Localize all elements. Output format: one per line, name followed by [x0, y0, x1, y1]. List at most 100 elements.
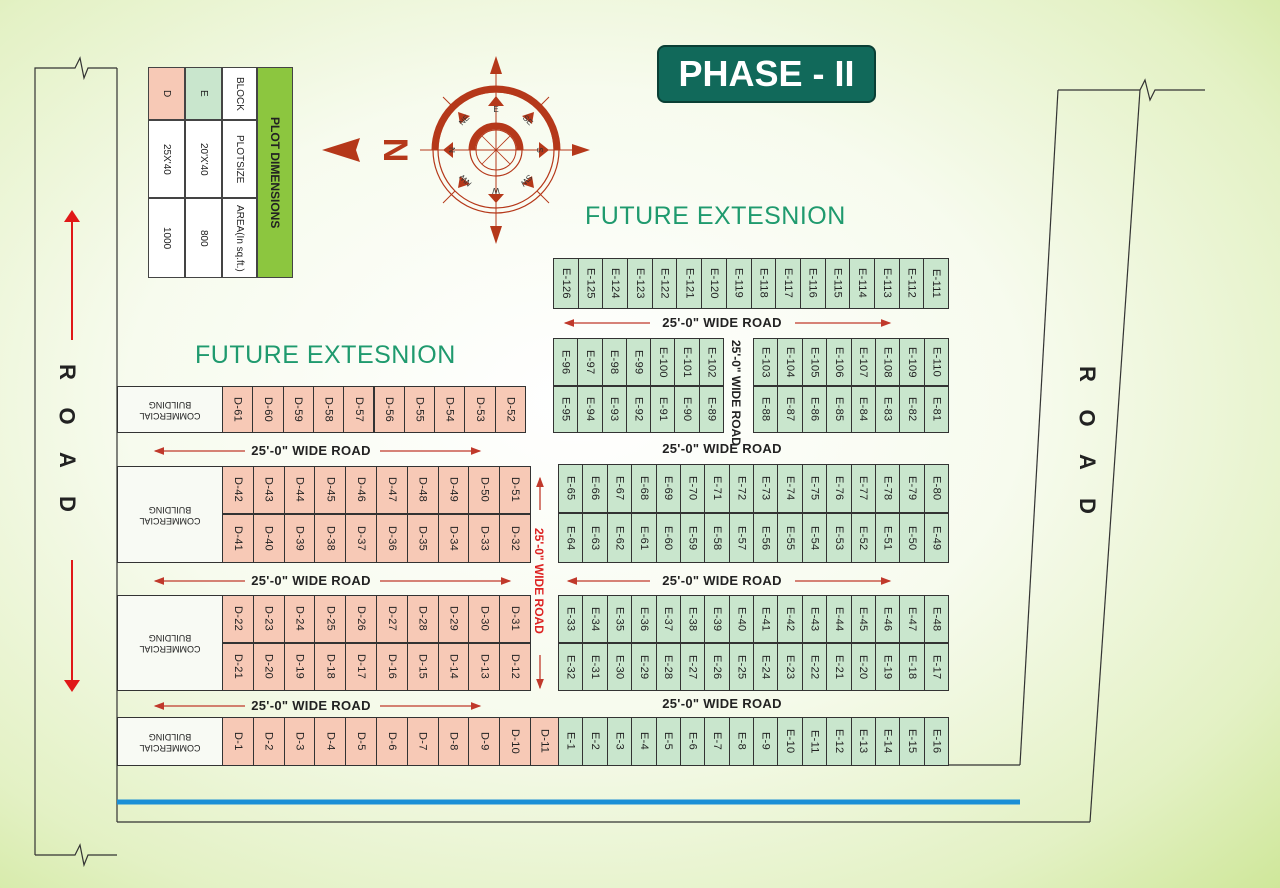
plot-e104[interactable]: E-104	[777, 338, 803, 386]
plot-d23[interactable]: D-23	[252, 595, 285, 643]
plot-d46[interactable]: D-46	[345, 466, 377, 514]
plot-e20[interactable]: E-20	[850, 643, 876, 691]
plot-d13[interactable]: D-13	[468, 643, 501, 691]
plot-d58[interactable]: D-58	[312, 386, 345, 433]
plot-e78[interactable]: E-78	[874, 464, 901, 513]
plot-d18[interactable]: D-18	[314, 643, 347, 691]
plot-e83[interactable]: E-83	[874, 386, 901, 433]
plot-e52[interactable]: E-52	[850, 513, 876, 563]
plot-e98[interactable]: E-98	[601, 338, 627, 386]
plot-e24[interactable]: E-24	[753, 643, 779, 691]
commercial-building[interactable]: COMMERCIAL BUILDING	[117, 466, 223, 563]
plot-e19[interactable]: E-19	[874, 643, 901, 691]
plot-e1[interactable]: E-1	[558, 717, 584, 766]
plot-d39[interactable]: D-39	[283, 514, 316, 563]
plot-e88[interactable]: E-88	[753, 386, 779, 433]
plot-d24[interactable]: D-24	[283, 595, 316, 643]
plot-e47[interactable]: E-47	[899, 595, 925, 643]
plot-d4[interactable]: D-4	[314, 717, 347, 766]
plot-e17[interactable]: E-17	[923, 643, 949, 691]
plot-e37[interactable]: E-37	[655, 595, 681, 643]
plot-e29[interactable]: E-29	[631, 643, 657, 691]
plot-e34[interactable]: E-34	[582, 595, 608, 643]
plot-d40[interactable]: D-40	[252, 514, 285, 563]
plot-e107[interactable]: E-107	[850, 338, 876, 386]
plot-d41[interactable]: D-41	[222, 514, 254, 563]
plot-e125[interactable]: E-125	[577, 258, 604, 309]
plot-e95[interactable]: E-95	[553, 386, 579, 433]
plot-d12[interactable]: D-12	[499, 643, 531, 691]
plot-e13[interactable]: E-13	[850, 717, 876, 766]
plot-e59[interactable]: E-59	[679, 513, 706, 563]
plot-d49[interactable]: D-49	[437, 466, 470, 514]
plot-d32[interactable]: D-32	[499, 514, 531, 563]
plot-e49[interactable]: E-49	[923, 513, 949, 563]
plot-e12[interactable]: E-12	[826, 717, 852, 766]
plot-d33[interactable]: D-33	[468, 514, 501, 563]
plot-e89[interactable]: E-89	[698, 386, 724, 433]
plot-e18[interactable]: E-18	[899, 643, 925, 691]
plot-e91[interactable]: E-91	[650, 386, 676, 433]
plot-e5[interactable]: E-5	[655, 717, 681, 766]
plot-e85[interactable]: E-85	[826, 386, 852, 433]
plot-d34[interactable]: D-34	[437, 514, 470, 563]
plot-d14[interactable]: D-14	[437, 643, 470, 691]
plot-d16[interactable]: D-16	[376, 643, 408, 691]
plot-e112[interactable]: E-112	[898, 258, 925, 309]
plot-d30[interactable]: D-30	[468, 595, 501, 643]
plot-d21[interactable]: D-21	[222, 643, 254, 691]
plot-e55[interactable]: E-55	[777, 513, 803, 563]
plot-d38[interactable]: D-38	[314, 514, 347, 563]
plot-e119[interactable]: E-119	[725, 258, 752, 309]
plot-e9[interactable]: E-9	[753, 717, 779, 766]
plot-e66[interactable]: E-66	[582, 464, 608, 513]
plot-e76[interactable]: E-76	[826, 464, 852, 513]
plot-d55[interactable]: D-55	[403, 386, 436, 433]
plot-d15[interactable]: D-15	[406, 643, 439, 691]
plot-d60[interactable]: D-60	[252, 386, 284, 433]
plot-d57[interactable]: D-57	[343, 386, 375, 433]
plot-d20[interactable]: D-20	[252, 643, 285, 691]
plot-d17[interactable]: D-17	[345, 643, 377, 691]
plot-e79[interactable]: E-79	[899, 464, 925, 513]
plot-d31[interactable]: D-31	[499, 595, 531, 643]
plot-e93[interactable]: E-93	[601, 386, 627, 433]
plot-e101[interactable]: E-101	[674, 338, 700, 386]
plot-e11[interactable]: E-11	[801, 717, 828, 766]
plot-e51[interactable]: E-51	[874, 513, 901, 563]
plot-d27[interactable]: D-27	[376, 595, 408, 643]
plot-d48[interactable]: D-48	[406, 466, 439, 514]
plot-e92[interactable]: E-92	[625, 386, 652, 433]
plot-e121[interactable]: E-121	[676, 258, 703, 309]
plot-d54[interactable]: D-54	[434, 386, 466, 433]
plot-e63[interactable]: E-63	[582, 513, 608, 563]
plot-e81[interactable]: E-81	[923, 386, 949, 433]
plot-e62[interactable]: E-62	[606, 513, 633, 563]
plot-e43[interactable]: E-43	[801, 595, 828, 643]
plot-e27[interactable]: E-27	[679, 643, 706, 691]
plot-e77[interactable]: E-77	[850, 464, 876, 513]
plot-e80[interactable]: E-80	[923, 464, 949, 513]
plot-e111[interactable]: E-111	[923, 258, 949, 309]
plot-d19[interactable]: D-19	[283, 643, 316, 691]
plot-e40[interactable]: E-40	[728, 595, 754, 643]
plot-e45[interactable]: E-45	[850, 595, 876, 643]
plot-e114[interactable]: E-114	[849, 258, 875, 309]
plot-e122[interactable]: E-122	[651, 258, 678, 309]
plot-d5[interactable]: D-5	[345, 717, 377, 766]
plot-e117[interactable]: E-117	[775, 258, 801, 309]
plot-e58[interactable]: E-58	[704, 513, 730, 563]
plot-d6[interactable]: D-6	[376, 717, 408, 766]
plot-d22[interactable]: D-22	[222, 595, 254, 643]
plot-e96[interactable]: E-96	[553, 338, 579, 386]
plot-e105[interactable]: E-105	[801, 338, 828, 386]
plot-e28[interactable]: E-28	[655, 643, 681, 691]
plot-e39[interactable]: E-39	[704, 595, 730, 643]
plot-d37[interactable]: D-37	[345, 514, 377, 563]
plot-e6[interactable]: E-6	[679, 717, 706, 766]
plot-d44[interactable]: D-44	[283, 466, 316, 514]
plot-e30[interactable]: E-30	[606, 643, 633, 691]
plot-e53[interactable]: E-53	[826, 513, 852, 563]
plot-e106[interactable]: E-106	[826, 338, 852, 386]
plot-e56[interactable]: E-56	[753, 513, 779, 563]
